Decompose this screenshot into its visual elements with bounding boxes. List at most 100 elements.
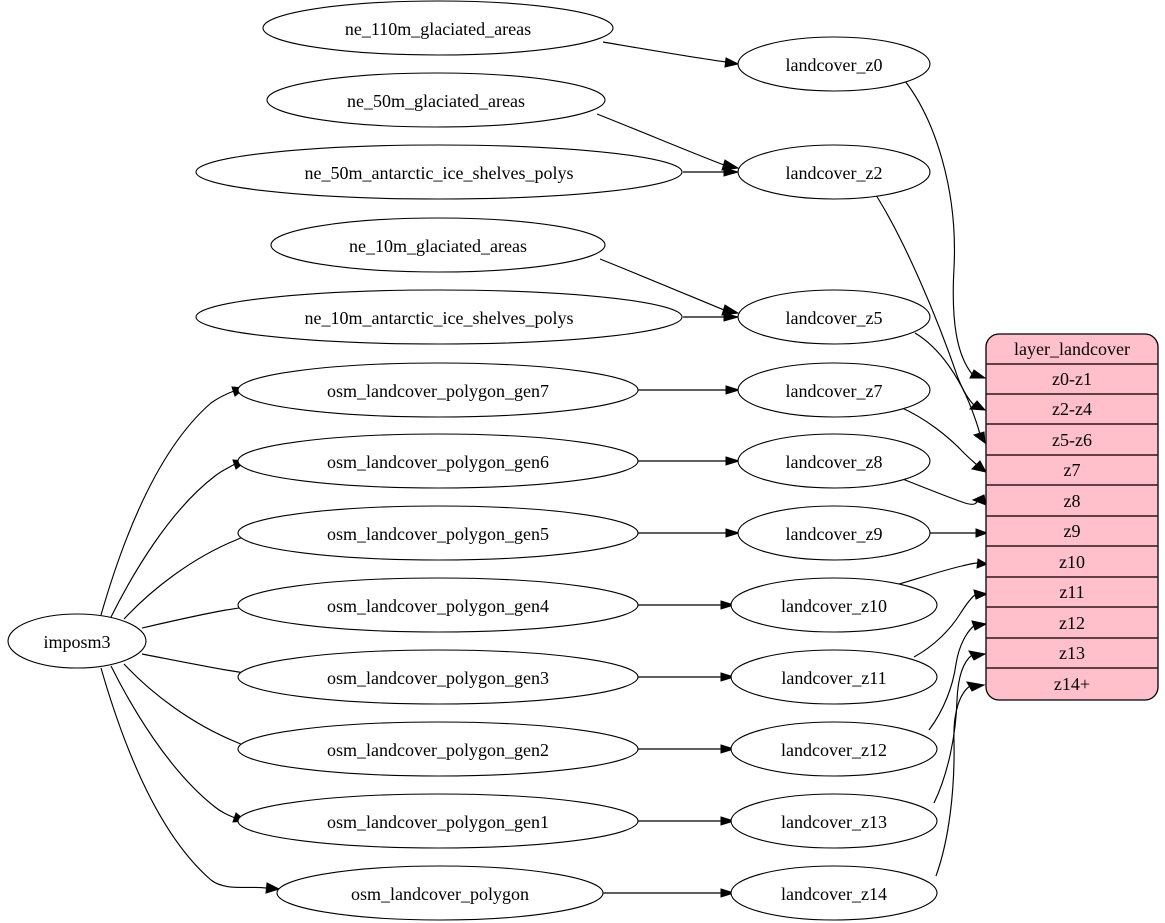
edge-imposm3-to-polygon [100,667,267,889]
table-row-z5z6[interactable]: z5-z6 [1052,430,1092,450]
table-row-z7[interactable]: z7 [1064,460,1081,480]
node-shape [262,0,614,56]
edge-imposm3-to-gen6 [110,463,236,618]
edge-z7-to-row-z7 [899,406,979,467]
arrowhead-gen6-z8 [725,456,741,466]
node-shape [730,577,938,633]
node-shape [237,577,639,633]
node-osm-landcover-polygon-gen5[interactable]: osm_landcover_polygon_gen5 [237,505,639,561]
arrowhead-gen2-z12 [720,744,736,754]
edge-z2-to-row-z2z4 [873,191,975,406]
arrowhead-z10-row [976,558,989,569]
node-label: osm_landcover_polygon_gen3 [327,668,549,688]
node-label: landcover_z11 [781,668,886,688]
arrowhead-z11-row [973,589,989,600]
edge-z13-to-row-z13 [933,654,973,804]
arrowhead-imposm3-polygon [265,882,281,894]
node-label: landcover_z13 [781,812,887,832]
node-osm-landcover-polygon-gen4[interactable]: osm_landcover_polygon_gen4 [237,577,639,633]
node-shape [237,721,639,777]
arrowhead-ne10mglac-z5 [721,304,740,316]
edge-z14-to-row-z14plus [935,685,971,877]
arrowhead-z7-row [970,460,987,473]
node-label: landcover_z7 [786,381,883,401]
node-label: ne_10m_antarctic_ice_shelves_polys [305,308,574,328]
table-row-z9[interactable]: z9 [1064,521,1081,541]
arrowhead-gen7-z7 [725,385,741,395]
node-landcover-z14[interactable]: landcover_z14 [730,865,938,921]
node-shape [737,289,931,345]
table-row-z0z1[interactable]: z0-z1 [1052,369,1092,389]
node-landcover-z12[interactable]: landcover_z12 [730,721,938,777]
node-shape [737,362,931,418]
node-shape [237,793,639,849]
node-ne-50m-glaciated-areas[interactable]: ne_50m_glaciated_areas [266,72,606,128]
edge-z0-to-row-z0z1 [904,80,973,375]
node-landcover-z10[interactable]: landcover_z10 [730,577,938,633]
table-row-z2z4[interactable]: z2-z4 [1052,399,1092,419]
arrowhead-gen3-z11 [720,672,736,682]
node-osm-landcover-polygon-gen3[interactable]: osm_landcover_polygon_gen3 [237,649,639,705]
node-landcover-z8[interactable]: landcover_z8 [737,433,931,489]
table-row-z8[interactable]: z8 [1064,491,1081,511]
arrowhead-z14-row [966,681,986,692]
node-shape [195,144,683,200]
node-shape [737,36,931,92]
arrowhead-ne10mshelves-z5 [723,312,740,322]
arrowhead-z9-row [975,528,989,538]
arrowhead-z5-row [972,431,986,445]
node-imposm3[interactable]: imposm3 [7,613,147,669]
edge-z11-to-row-z11 [913,593,977,658]
node-shape [730,865,938,921]
node-osm-landcover-polygon-gen6[interactable]: osm_landcover_polygon_gen6 [237,433,639,489]
node-landcover-z7[interactable]: landcover_z7 [737,362,931,418]
node-landcover-z2[interactable]: landcover_z2 [737,144,931,200]
arrowhead-ne50mshelves-z2 [723,167,740,177]
node-shape [276,865,604,921]
node-landcover-z9[interactable]: landcover_z9 [737,505,931,561]
node-label: landcover_z2 [786,163,883,183]
node-label: landcover_z5 [786,308,883,328]
table-row-z14plus[interactable]: z14+ [1054,674,1090,694]
node-shape [195,289,683,345]
node-shape [737,505,931,561]
node-landcover-z13[interactable]: landcover_z13 [730,793,938,849]
table-row-z13[interactable]: z13 [1059,643,1085,663]
node-shape [730,649,938,705]
node-landcover-z11[interactable]: landcover_z11 [730,649,938,705]
table-row-z12[interactable]: z12 [1059,613,1085,633]
node-ne-110m-glaciated-areas[interactable]: ne_110m_glaciated_areas [262,0,614,56]
node-shape [237,433,639,489]
edge-z8-to-row-z8 [899,477,980,505]
table-row-z10[interactable]: z10 [1059,552,1085,572]
node-shape [266,72,606,128]
node-label: osm_landcover_polygon_gen5 [327,524,549,544]
node-label: landcover_z9 [786,524,883,544]
edge-z12-to-row-z12 [928,624,976,731]
node-label: landcover_z14 [781,884,887,904]
node-ne-10m-glaciated-areas[interactable]: ne_10m_glaciated_areas [270,217,606,273]
layer-landcover-table[interactable]: layer_landcover z0-z1 z2-z4 z5-z6 z7 z8 … [985,333,1159,701]
node-landcover-z0[interactable]: landcover_z0 [737,36,931,92]
node-shape [730,793,938,849]
node-shape [730,721,938,777]
node-label: landcover_z8 [786,452,883,472]
node-ne-50m-antarctic-ice-shelves-polys[interactable]: ne_50m_antarctic_ice_shelves_polys [195,144,683,200]
node-ne-10m-antarctic-ice-shelves-polys[interactable]: ne_10m_antarctic_ice_shelves_polys [195,289,683,345]
arrowhead-z13-row [968,650,987,661]
node-label: ne_110m_glaciated_areas [345,19,531,39]
table-row-z11[interactable]: z11 [1059,582,1084,602]
node-shape [7,613,147,669]
arrowhead-gen1-z13 [720,816,736,826]
node-osm-landcover-polygon-gen2[interactable]: osm_landcover_polygon_gen2 [237,721,639,777]
node-landcover-z5[interactable]: landcover_z5 [737,289,931,345]
table-header-label: layer_landcover [1014,339,1130,359]
edge-ne50mglac-to-z2 [596,113,725,166]
node-shape [237,505,639,561]
node-osm-landcover-polygon-gen1[interactable]: osm_landcover_polygon_gen1 [237,793,639,849]
edge-imposm3-to-gen1 [110,665,236,819]
arrowhead-ne110m-z0 [724,57,740,68]
node-osm-landcover-polygon-gen7[interactable]: osm_landcover_polygon_gen7 [237,362,639,418]
node-osm-landcover-polygon[interactable]: osm_landcover_polygon [276,865,604,921]
